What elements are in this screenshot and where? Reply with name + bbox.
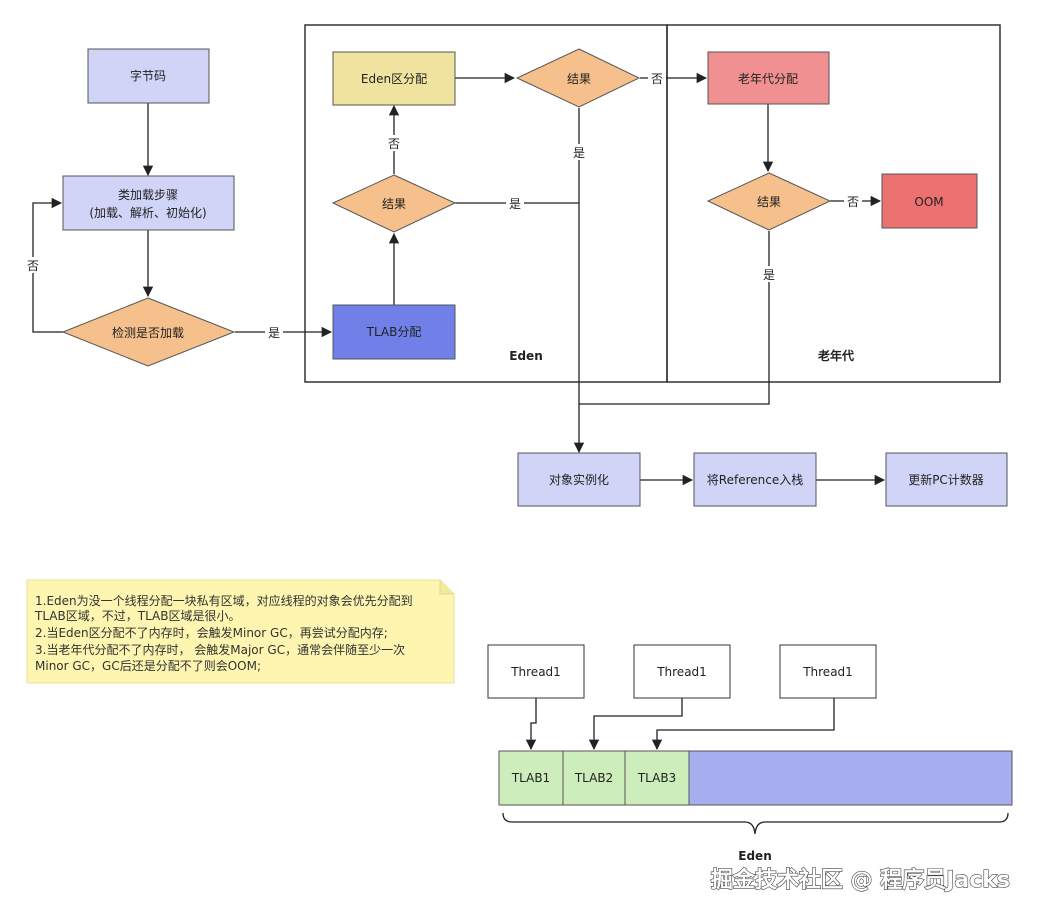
thread-label-1: Thread1 [510, 665, 561, 679]
thread-connectors [525, 698, 835, 751]
node-bytecode-label: 字节码 [130, 68, 166, 83]
edge-label-yes-loaded: 是 [268, 326, 280, 340]
node-result-tlab: 结果 [331, 174, 457, 233]
node-result-eden-label: 结果 [567, 72, 591, 86]
node-check-loaded-label: 检测是否加载 [112, 325, 184, 340]
node-result-old-label: 结果 [757, 195, 781, 209]
node-old-alloc-label: 老年代分配 [738, 72, 798, 86]
tlab-segment-1: TLAB1 [498, 750, 564, 806]
watermark: 掘金技术社区 @ 程序员Jacks [711, 867, 1010, 893]
edge-label-yes-eden: 是 [573, 146, 585, 160]
node-eden-alloc-label: Eden区分配 [361, 72, 427, 86]
old-gen-region [666, 24, 1001, 383]
node-check-loaded: 检测是否加载 [61, 297, 236, 367]
node-object-init-label: 对象实例化 [549, 472, 609, 487]
edge-label-no-reload: 否 [27, 259, 39, 273]
node-class-loading: 类加载步骤 (加载、解析、初始化) [62, 175, 235, 231]
edge-label-no-tlab: 否 [388, 137, 400, 151]
edge-label-no-eden: 否 [651, 72, 663, 86]
node-bytecode: 字节码 [87, 48, 210, 104]
old-gen-region-label: 老年代 [818, 348, 854, 363]
node-old-alloc: 老年代分配 [707, 51, 830, 105]
edge-label-yes-tlab: 是 [509, 197, 521, 211]
note-line-1: 1.Eden为没一个线程分配一块私有区域，对应线程的对象会优先分配到 [35, 593, 413, 608]
note-line-2: TLAB区域，不过，TLAB区域是很小。 [34, 609, 240, 623]
node-result-eden: 结果 [515, 48, 641, 108]
node-oom-label: OOM [914, 195, 943, 209]
tlab-segment-3: TLAB3 [624, 750, 690, 806]
thread-label-3: Thread1 [802, 665, 853, 679]
node-push-reference: 将Reference入栈 [693, 452, 817, 507]
node-eden-alloc: Eden区分配 [332, 51, 456, 106]
tlab-label-1: TLAB1 [511, 771, 550, 785]
note-box: 1.Eden为没一个线程分配一块私有区域，对应线程的对象会优先分配到 TLAB区… [26, 579, 455, 684]
node-update-pc: 更新PC计数器 [885, 452, 1008, 507]
tlab-label-2: TLAB2 [574, 771, 613, 785]
node-update-pc-label: 更新PC计数器 [908, 472, 984, 487]
thread-box-2: Thread1 [633, 644, 731, 699]
note-line-3: 2.当Eden区分配不了内存时，会触发Minor GC，再尝试分配内存; [35, 625, 388, 640]
node-class-loading-line2: (加载、解析、初始化) [89, 206, 206, 220]
thread-label-2: Thread1 [656, 665, 707, 679]
thread-box-1: Thread1 [487, 644, 585, 699]
tlab-segment-2: TLAB2 [562, 750, 626, 806]
node-result-old: 结果 [706, 172, 832, 231]
node-push-reference-label: 将Reference入栈 [707, 472, 803, 487]
node-tlab-alloc: TLAB分配 [332, 304, 456, 360]
edge-label-no-old: 否 [847, 195, 859, 209]
connectors [32, 72, 886, 486]
node-class-loading-line1: 类加载步骤 [118, 188, 178, 202]
node-result-tlab-label: 结果 [382, 197, 406, 211]
note-line-5: Minor GC，GC后还是分配不了则会OOM; [35, 659, 261, 673]
node-object-init: 对象实例化 [517, 452, 641, 507]
eden-region-label: Eden [509, 349, 542, 363]
eden-brace [502, 812, 1009, 835]
node-tlab-alloc-label: TLAB分配 [366, 325, 422, 339]
thread-box-3: Thread1 [779, 644, 877, 699]
tlab-label-3: TLAB3 [637, 771, 676, 785]
node-oom: OOM [881, 173, 978, 229]
edge-label-yes-old: 是 [763, 268, 775, 282]
note-line-4: 3.当老年代分配不了内存时， 会触发Major GC，通常会伴随至少一次 [35, 642, 405, 657]
eden-brace-label: Eden [738, 849, 771, 863]
